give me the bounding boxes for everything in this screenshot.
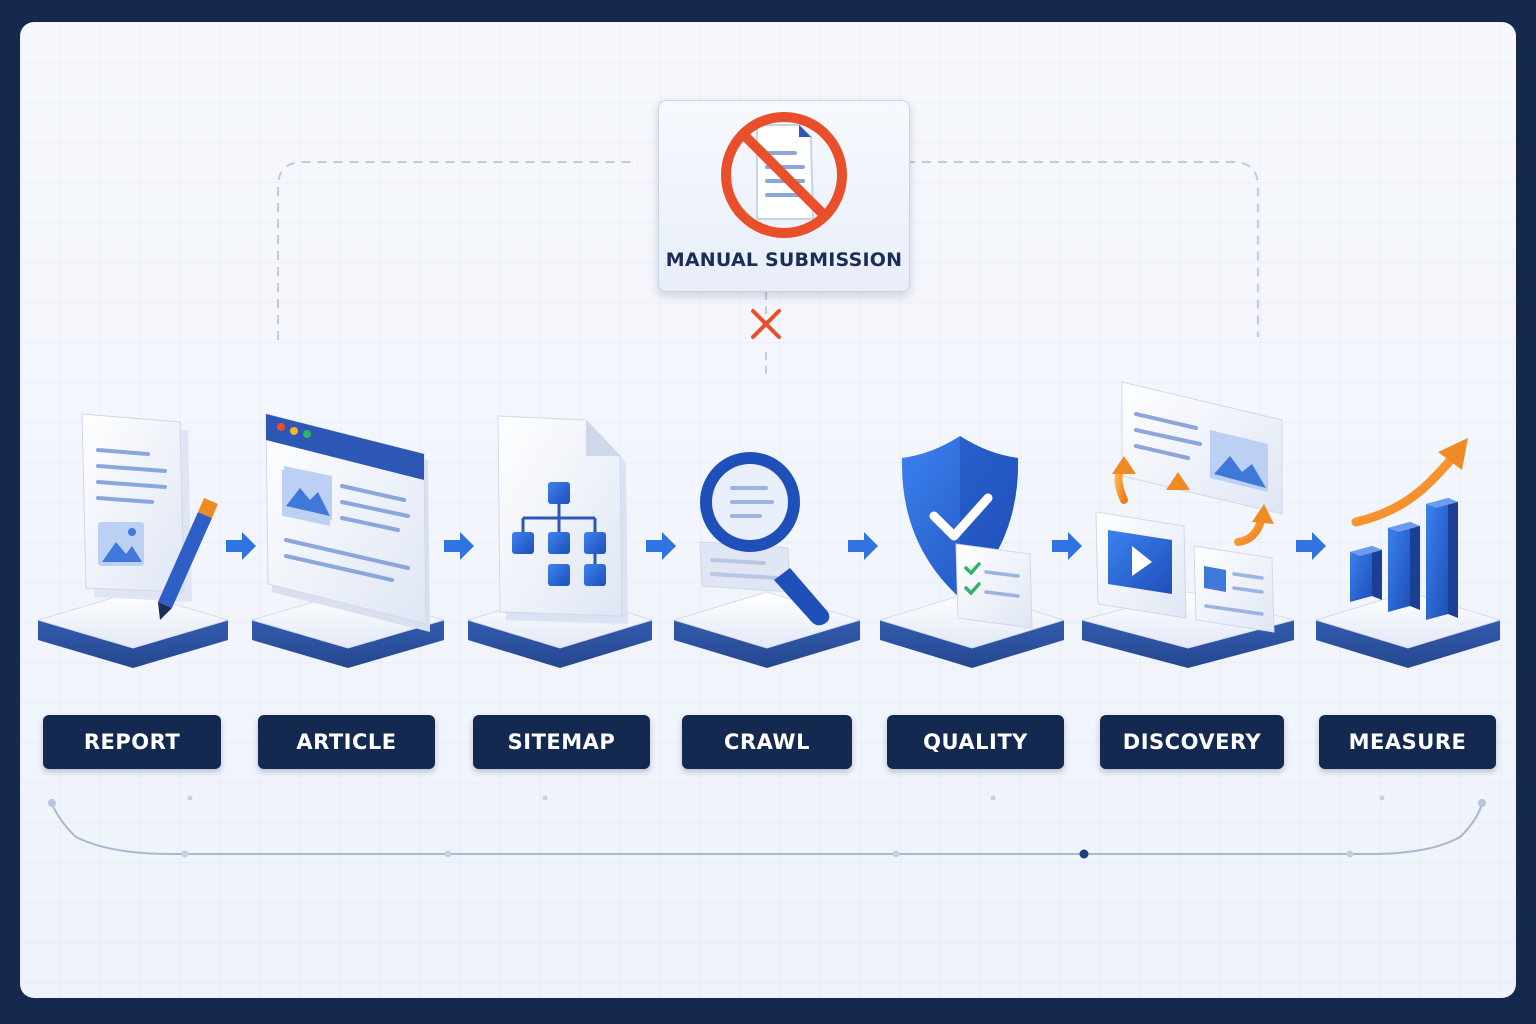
no-document-icon <box>721 112 847 238</box>
diagram-scene <box>36 161 1502 859</box>
step-label-discovery: DISCOVERY <box>1100 715 1284 769</box>
step-label-report: REPORT <box>43 715 221 769</box>
diagram-canvas: MANUAL SUBMISSION REPORT ARTICLE SITEMAP… <box>20 22 1516 998</box>
step-label-crawl: CRAWL <box>682 715 852 769</box>
platforms <box>36 591 1502 668</box>
step-label-text: SITEMAP <box>507 730 616 754</box>
content-cards-icon <box>1095 381 1283 633</box>
step-label-sitemap: SITEMAP <box>473 715 650 769</box>
magnifier-icon <box>699 452 830 626</box>
step-label-article: ARTICLE <box>258 715 435 769</box>
arrow-right-icon <box>1052 532 1082 560</box>
x-mark-icon <box>751 309 781 339</box>
step-label-text: DISCOVERY <box>1122 730 1262 754</box>
sitemap-hierarchy-icon <box>497 415 628 624</box>
platform-report <box>36 591 230 668</box>
document-pencil-icon <box>81 413 218 620</box>
arrow-right-icon <box>646 532 676 560</box>
flow-arrows <box>226 532 1326 560</box>
arrow-right-icon <box>444 532 474 560</box>
arrow-right-icon <box>226 532 256 560</box>
step-label-text: CRAWL <box>724 730 810 754</box>
step-label-text: REPORT <box>83 730 181 754</box>
step-label-text: ARTICLE <box>296 730 397 754</box>
step-label-quality: QUALITY <box>887 715 1064 769</box>
bypass-connector <box>277 161 1259 374</box>
step-label-text: QUALITY <box>923 730 1028 754</box>
platform-crawl <box>672 591 862 668</box>
bar-chart-growth-icon <box>1350 438 1468 620</box>
browser-article-icon <box>265 413 430 632</box>
timeline <box>48 795 1486 859</box>
step-label-measure: MEASURE <box>1319 715 1496 769</box>
manual-submission-card: MANUAL SUBMISSION <box>658 100 910 292</box>
arrow-right-icon <box>848 532 878 560</box>
step-label-text: MEASURE <box>1348 730 1467 754</box>
arrow-right-icon <box>1296 532 1326 560</box>
shield-check-icon <box>901 436 1033 629</box>
manual-submission-label: MANUAL SUBMISSION <box>665 249 903 271</box>
